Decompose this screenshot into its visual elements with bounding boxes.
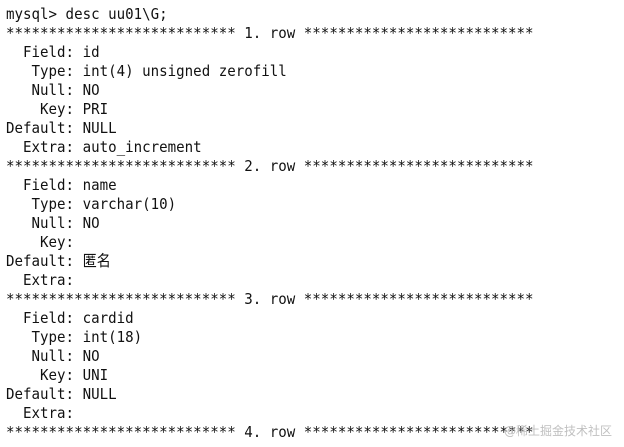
extra-line: Extra: — [6, 404, 83, 422]
command-prompt: mysql> desc uu01\G; — [6, 5, 168, 23]
type-line: Type: varchar(10) — [6, 195, 177, 213]
terminal-output[interactable]: mysql> desc uu01\G; ********************… — [6, 0, 618, 447]
type-line: Type: int(4) unsigned zerofill — [6, 62, 287, 80]
field-line: Field: id — [6, 43, 100, 61]
row-separator: *************************** 2. row *****… — [6, 157, 534, 175]
key-line: Key: UNI — [6, 366, 109, 384]
default-line: Default: NULL — [6, 385, 117, 403]
type-line: Type: int(18) — [6, 328, 143, 346]
null-line: Null: NO — [6, 214, 100, 232]
key-line: Key: — [6, 233, 83, 251]
extra-line: Extra: — [6, 271, 83, 289]
field-line: Field: cardid — [6, 309, 134, 327]
default-line: Default: NULL — [6, 119, 117, 137]
watermark-text: @稀土掘金技术社区 — [503, 424, 612, 438]
extra-line: Extra: auto_increment — [6, 138, 202, 156]
row-separator: *************************** 3. row *****… — [6, 290, 534, 308]
row-separator: *************************** 1. row *****… — [6, 24, 534, 42]
row-separator: *************************** 4. row *****… — [6, 423, 534, 441]
null-line: Null: NO — [6, 81, 100, 99]
default-line: Default: 匿名 — [6, 252, 111, 270]
key-line: Key: PRI — [6, 100, 109, 118]
null-line: Null: NO — [6, 347, 100, 365]
field-line: Field: name — [6, 176, 117, 194]
